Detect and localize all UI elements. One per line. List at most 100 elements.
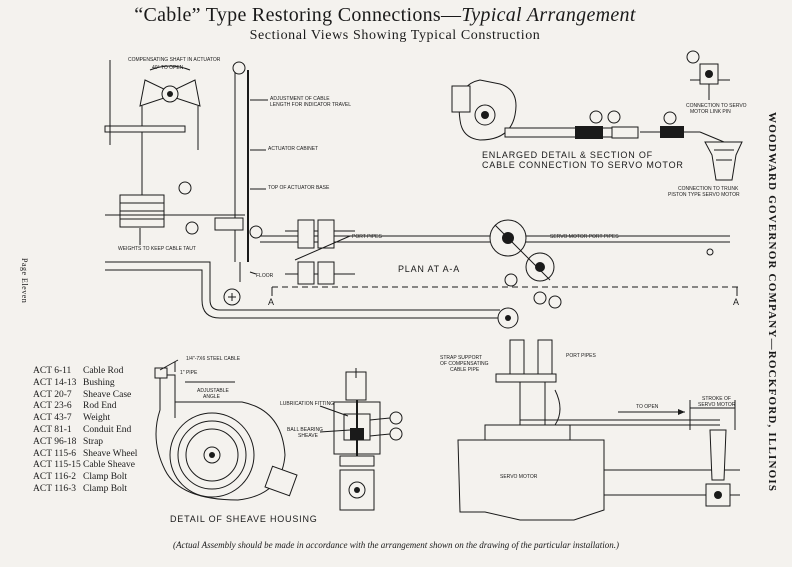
label-servo-motor: SERVO MOTOR [500, 474, 538, 480]
part-name: Cable Rod [83, 366, 124, 376]
label-steel-cable: 1/4"-7X6 STEEL CABLE [186, 356, 241, 362]
plan-port-pipe-2 [317, 261, 335, 285]
parts-list: ACT 6-11 Cable Rod ACT 14-13 Bushing ACT 2… [33, 366, 137, 496]
part-code: ACT 116-3 [33, 483, 77, 494]
parts-row: ACT 116-3 Clamp Bolt [33, 484, 137, 496]
assembly-note: (Actual Assembly should be made in accor… [173, 540, 619, 550]
label-ball-bearing-2: SHEAVE [298, 433, 319, 439]
servo-trunk-post [709, 429, 727, 481]
label-connection-servo-1: CONNECTION TO SERVO [686, 103, 747, 109]
label-connection-trunk-1: CONNECTION TO TRUNK [678, 186, 739, 192]
label-adjustable-1: ADJUSTABLE [197, 388, 230, 394]
label-enlarged-detail-1: ENLARGED DETAIL & SECTION OF [482, 150, 653, 160]
part-name: Sheave Wheel [83, 448, 138, 459]
title-main: “Cable” Type Restoring Connections— [134, 4, 462, 26]
label-adjustable-2: ANGLE [203, 394, 221, 400]
strap-support [495, 373, 557, 383]
parts-row: ACT 23-6 Rod End [33, 401, 137, 413]
part-name: Clamp Bolt [83, 472, 128, 483]
callout-act-116-3 [389, 427, 403, 441]
callout-detail-3 [663, 111, 677, 125]
part-name: Cable Sheave [83, 460, 135, 471]
actuator-assembly: COMPENSATING SHAFT IN ACTUATOR 40° TO OP… [104, 57, 500, 319]
sheave-housing-detail: 1/4"-7X6 STEEL CABLE 1" PIPE ADJUSTABLE … [154, 356, 318, 524]
cable-pipe-run-outer [105, 269, 500, 319]
parts-row: ACT 6-11 Cable Rod [33, 366, 137, 378]
section-a-right: A [733, 297, 740, 307]
label-port-pipes-plan: PORT PIPES [352, 234, 382, 240]
label-servo-port-pipes: SERVO MOTOR PORT PIPES [550, 234, 619, 240]
parts-row: ACT 96-18 Strap [33, 437, 137, 449]
label-plan-at-aa: PLAN AT A-A [398, 264, 460, 274]
label-40-to-open: 40° TO OPEN [152, 65, 184, 71]
enlarged-detail: ENLARGED DETAIL & SECTION OF CABLE CONNE… [451, 50, 747, 198]
label-strap-support-1: STRAP SUPPORT [440, 355, 482, 361]
callout-act-96-18 [533, 291, 547, 305]
label-1-pipe: 1" PIPE [180, 370, 198, 376]
detail-clamp [660, 126, 684, 138]
label-stroke-2: SERVO MOTOR [698, 402, 736, 408]
part-name: Weight [83, 413, 111, 424]
plan-view: PORT PIPES SERVO MOTOR PORT PIPES PLAN A… [260, 219, 730, 329]
part-name: Sheave Case [83, 389, 132, 400]
part-code: ACT 116-2 [33, 472, 77, 483]
callout-detail-4 [686, 50, 700, 64]
part-name: Strap [83, 436, 104, 447]
parts-row: ACT 116-2 Clamp Bolt [33, 472, 137, 484]
part-code: ACT 6-11 [33, 366, 72, 376]
parts-row: ACT 81-1 Conduit End [33, 425, 137, 437]
label-detail-sheave-housing: DETAIL OF SHEAVE HOUSING [170, 514, 318, 524]
part-name: Conduit End [83, 424, 132, 435]
page-subtitle: Sectional Views Showing Typical Construc… [249, 28, 541, 43]
part-name: Clamp Bolt [83, 483, 128, 494]
part-name: Bushing [83, 377, 115, 388]
servo-motor-assembly: STRAP SUPPORT OF COMPENSATING CABLE PIPE… [440, 339, 740, 521]
detail-rod-end [611, 126, 639, 139]
callout-detail-2 [607, 110, 621, 124]
label-stroke-1: STROKE OF [702, 396, 731, 402]
part-code: ACT 43-7 [33, 413, 72, 424]
page-title: “Cable” Type Restoring Connections—Typic… [0, 4, 770, 27]
parts-row: ACT 43-7 Weight [33, 413, 137, 425]
section-a-left: A [268, 297, 275, 307]
cable-pipe-run [105, 261, 500, 311]
conduit-end [214, 217, 244, 231]
label-top-actuator-base: TOP OF ACTUATOR BASE [268, 185, 330, 191]
plan-port-pipe-1 [297, 261, 315, 285]
label-weights: WEIGHTS TO KEEP CABLE TAUT [118, 246, 196, 252]
label-port-pipes-servo: PORT PIPES [566, 353, 596, 359]
part-code: ACT 23-6 [33, 401, 72, 412]
detail-link [451, 85, 471, 113]
label-lubrication-fitting: LUBRICATION FITTING [280, 401, 334, 407]
part-name: Rod End [83, 401, 117, 412]
detail-conduit-end [575, 126, 603, 139]
callout-act-81-1 [249, 225, 263, 239]
company-side-text: WOODWARD GOVERNOR COMPANY—ROCKFORD, ILLI… [766, 112, 778, 493]
shaft-center [167, 91, 173, 97]
rotation-arc [149, 65, 191, 71]
part-code: ACT 96-18 [33, 436, 77, 447]
parts-row: ACT 20-7 Sheave Case [33, 390, 137, 402]
label-compensating-shaft: COMPENSATING SHAFT IN ACTUATOR [128, 57, 221, 63]
trunk-piston [704, 141, 743, 181]
callout-act-14-13 [504, 273, 518, 287]
callout-act-116-2 [389, 411, 403, 425]
part-code: ACT 115-15 [33, 460, 81, 471]
label-connection-trunk-2: PISTON TYPE SERVO MOTOR [668, 192, 740, 198]
parts-row: ACT 14-13 Bushing [33, 378, 137, 390]
title-italic: Typical Arrangement [461, 4, 636, 26]
label-floor: FLOOR [256, 273, 274, 279]
label-strap-support-3: CABLE PIPE [450, 367, 480, 373]
part-code: ACT 14-13 [33, 377, 77, 388]
servo-motor-body [457, 424, 605, 521]
part-code: ACT 20-7 [33, 389, 72, 400]
label-adjustment-cable: ADJUSTMENT OF CABLE [270, 96, 330, 102]
callout-detail-1 [589, 110, 603, 124]
sheave-section: LUBRICATION FITTING BALL BEARING SHEAVE [280, 368, 403, 511]
label-actuator-cabinet: ACTUATOR CABINET [268, 146, 318, 152]
label-connection-servo-2: MOTOR LINK PIN [690, 109, 731, 115]
part-code: ACT 81-1 [33, 424, 72, 435]
